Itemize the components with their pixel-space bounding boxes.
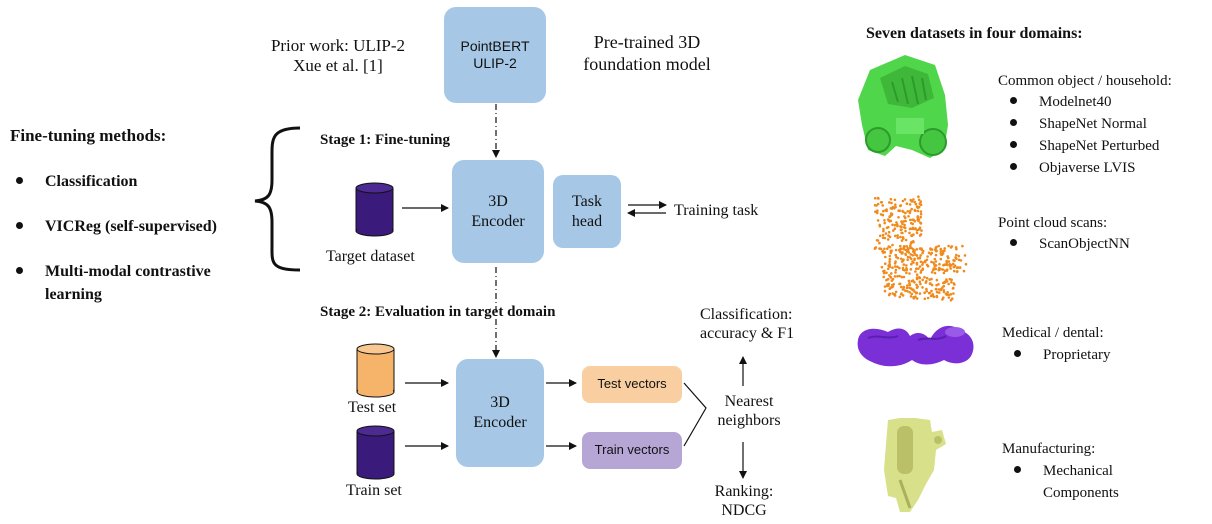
bullet-icon [1010, 97, 1017, 105]
dataset-item-modelnet40: Modelnet40 [1010, 93, 1112, 111]
task-head-box: Task head [553, 175, 621, 248]
encoder-line2: Encoder [473, 414, 527, 431]
classification-line1: Classification: [700, 306, 793, 323]
stage2-encoder-box: 3D Encoder [456, 359, 544, 467]
encoder-line1: 3D [488, 192, 508, 210]
prior-work-line2: Xue et al. [1] [293, 56, 383, 76]
encoder-line1: 3D [490, 394, 510, 411]
nearest-line1: Nearest [724, 393, 774, 410]
nearest-neighbors-label: Nearest neighbors [706, 392, 792, 430]
bullet-icon [1014, 350, 1021, 358]
mechanical-part-icon [884, 418, 946, 512]
bullet-icon [16, 221, 23, 229]
dataset-item-label: ScanObjectNN [1039, 236, 1130, 252]
classification-metric-label: Classification: accuracy & F1 [700, 305, 795, 343]
foundation-box-line2: ULIP-2 [473, 55, 517, 71]
target-dataset-label: Target dataset [326, 248, 415, 265]
database-cylinder-icon [356, 425, 395, 480]
dataset-item-proprietary: Proprietary [1014, 346, 1110, 364]
classification-line2: accuracy & F1 [700, 325, 795, 343]
task-head-line2: head [571, 212, 603, 230]
foundation-box-line1: PointBERT [460, 37, 530, 54]
foundation-label-line1: Pre-trained 3D [593, 32, 701, 52]
method-item-contrastive: Multi-modal contrastive [16, 262, 211, 281]
method-item-classification: Classification [16, 172, 137, 191]
group-heading-manufacturing: Manufacturing: [1002, 441, 1096, 457]
dataset-item-shapenet-perturbed: ShapeNet Perturbed [1010, 137, 1159, 155]
stage2-title: Stage 2: Evaluation in target domain [320, 304, 556, 320]
dataset-item-objaverse: Objaverse LVIS [1010, 159, 1136, 177]
train-vectors-box: Train vectors [582, 432, 682, 469]
bullet-icon [16, 266, 23, 274]
dataset-item-label: Mechanical [1043, 463, 1113, 479]
prior-work-line1: Prior work: ULIP-2 [270, 36, 406, 55]
bullet-icon [1010, 141, 1017, 149]
car-model-icon [858, 55, 948, 158]
curly-brace-icon [254, 126, 301, 272]
task-head-line1: Task [572, 192, 602, 210]
group-heading-scans: Point cloud scans: [998, 215, 1108, 231]
dataset-item-components: Components [1043, 485, 1119, 501]
group-heading-medical: Medical / dental: [1002, 325, 1104, 341]
test-vectors-box: Test vectors [582, 366, 682, 403]
dataset-item-label: Objaverse LVIS [1039, 160, 1136, 176]
dataset-item-label: ShapeNet Perturbed [1039, 138, 1160, 154]
stage1-title: Stage 1: Fine-tuning [320, 132, 451, 148]
ranking-metric-label: Ranking: NDCG [708, 482, 780, 520]
training-task-label: Training task [674, 202, 759, 219]
datasets-title: Seven datasets in four domains: [866, 25, 1083, 42]
method-item-label: Multi-modal contrastive [45, 263, 211, 280]
bullet-icon [16, 176, 23, 184]
ranking-line1: Ranking: [714, 483, 774, 500]
dental-model-icon [857, 325, 974, 367]
foundation-label-line2: foundation model [583, 53, 711, 74]
point-cloud-chair-icon [873, 195, 968, 302]
test-set-label: Test set [348, 399, 397, 416]
prior-work-label: Prior work: ULIP-2 Xue et al. [1] [252, 36, 424, 77]
encoder-line2: Encoder [471, 212, 525, 230]
bullet-icon [1010, 239, 1017, 247]
bullet-icon [1010, 163, 1017, 171]
nearest-line2: neighbors [717, 412, 781, 430]
bullet-icon [1014, 466, 1021, 474]
dataset-item-label: Modelnet40 [1039, 94, 1112, 110]
dataset-item-shapenet-normal: ShapeNet Normal [1010, 115, 1147, 133]
foundation-model-label: Pre-trained 3D foundation model [566, 32, 728, 75]
stage1-encoder-box: 3D Encoder [452, 160, 544, 263]
dataset-item-label: Proprietary [1043, 347, 1111, 363]
methods-title: Fine-tuning methods: [10, 126, 167, 145]
dataset-item-mechanical: Mechanical [1014, 462, 1113, 480]
dataset-item-scanobjectnn: ScanObjectNN [1010, 235, 1130, 253]
method-item-vicreg: VICReg (self-supervised) [16, 217, 217, 236]
bracket-vectors [683, 382, 707, 447]
group-heading-common: Common object / household: [998, 73, 1172, 89]
bullet-icon [1010, 119, 1017, 127]
method-item-label: VICReg (self-supervised) [45, 218, 217, 235]
dataset-item-label: ShapeNet Normal [1039, 116, 1147, 132]
method-item-contrastive-cont: learning [45, 286, 102, 303]
train-set-label: Train set [346, 482, 402, 499]
database-cylinder-icon [355, 182, 394, 237]
method-item-label: Classification [45, 173, 138, 190]
database-cylinder-icon [356, 343, 395, 398]
ranking-line2: NDCG [721, 502, 767, 520]
foundation-model-box: PointBERT ULIP-2 [444, 7, 546, 103]
